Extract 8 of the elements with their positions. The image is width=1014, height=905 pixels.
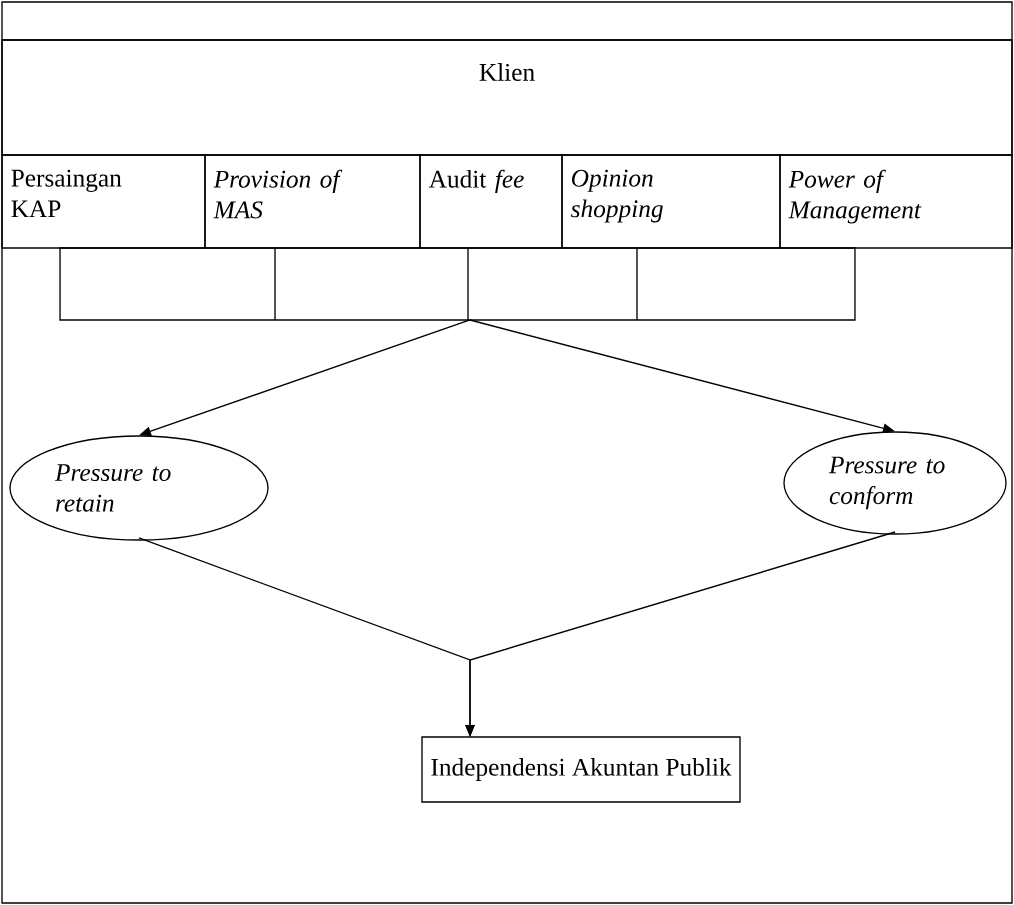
factor-box: Persaingan KAP [1,154,206,249]
factor-box: Audit fee [419,154,563,249]
header-band: Klien [1,39,1013,156]
factor-box: Opinion shopping [561,154,781,249]
merge-box [59,247,856,321]
result-box: Independensi Akuntan Publik [421,736,741,803]
factor-box: Power of Management [779,154,1013,249]
factor-box: Provision of MAS [204,154,421,249]
